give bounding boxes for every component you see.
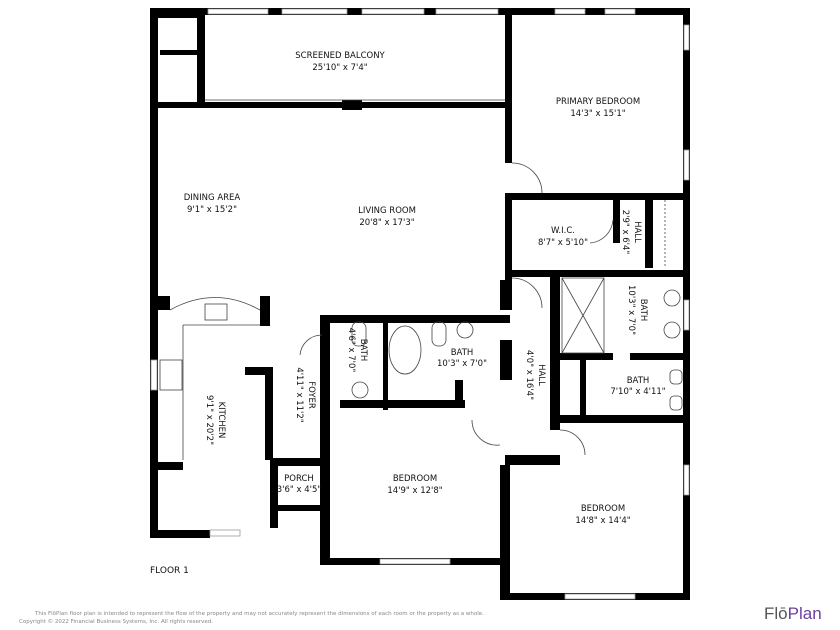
- room-name: HALL: [632, 221, 642, 243]
- room-name: BATH: [638, 299, 648, 322]
- room-name: KITCHEN: [216, 402, 226, 439]
- room-name: BATH: [451, 348, 474, 358]
- room-size: 3'6" x 4'5": [277, 485, 322, 495]
- room-size: 14'8" x 14'4": [575, 516, 630, 526]
- logo-part2: Plan: [787, 604, 822, 623]
- room-name: FOYER: [306, 381, 316, 409]
- room-size: 9'1" x 15'2": [187, 205, 237, 215]
- disclaimer-text: This FlōPlan floor plan is intended to r…: [35, 611, 484, 617]
- room-labels: SCREENED BALCONY 25'10" x 7'4" PRIMARY B…: [184, 51, 666, 526]
- windows: [150, 8, 690, 600]
- room-size: 4'6" x 7'0": [346, 328, 356, 373]
- room-size: 9'1" x 20'2": [204, 395, 214, 445]
- room-name: W.I.C.: [551, 226, 575, 236]
- room-name: HALL: [536, 364, 546, 386]
- copyright-text: Copyright © 2022 Financial Business Syst…: [19, 619, 213, 625]
- room-size: 10'3" x 7'0": [626, 285, 636, 335]
- room-size: 2'9" x 6'4": [620, 210, 630, 255]
- room-name: DINING AREA: [184, 193, 241, 203]
- fixtures: [159, 99, 683, 460]
- room-name: PRIMARY BEDROOM: [556, 97, 640, 107]
- room-size: 10'3" x 7'0": [437, 359, 487, 369]
- room-name: BEDROOM: [581, 504, 625, 514]
- room-size: 25'10" x 7'4": [312, 63, 367, 73]
- logo-part1: Flō: [764, 604, 788, 623]
- room-name: PORCH: [284, 474, 314, 484]
- room-size: 7'10" x 4'11": [610, 387, 665, 397]
- room-size: 4'11" x 11'2": [294, 367, 304, 422]
- room-name: LIVING ROOM: [358, 206, 416, 216]
- disclaimer: This FlōPlan floor plan is intended to r…: [19, 610, 484, 626]
- room-size: 4'0" x 16'4": [524, 350, 534, 400]
- room-name: SCREENED BALCONY: [295, 51, 385, 61]
- room-name: BATH: [627, 376, 650, 386]
- room-name: BATH: [358, 339, 368, 362]
- room-size: 8'7" x 5'10": [538, 238, 588, 248]
- room-size: 20'8" x 17'3": [359, 218, 414, 228]
- room-size: 14'3" x 15'1": [570, 109, 625, 119]
- room-name: BEDROOM: [393, 474, 437, 484]
- floplan-logo: FlōPlan: [764, 604, 822, 624]
- room-size: 14'9" x 12'8": [387, 486, 442, 496]
- floor-label: FLOOR 1: [150, 566, 189, 576]
